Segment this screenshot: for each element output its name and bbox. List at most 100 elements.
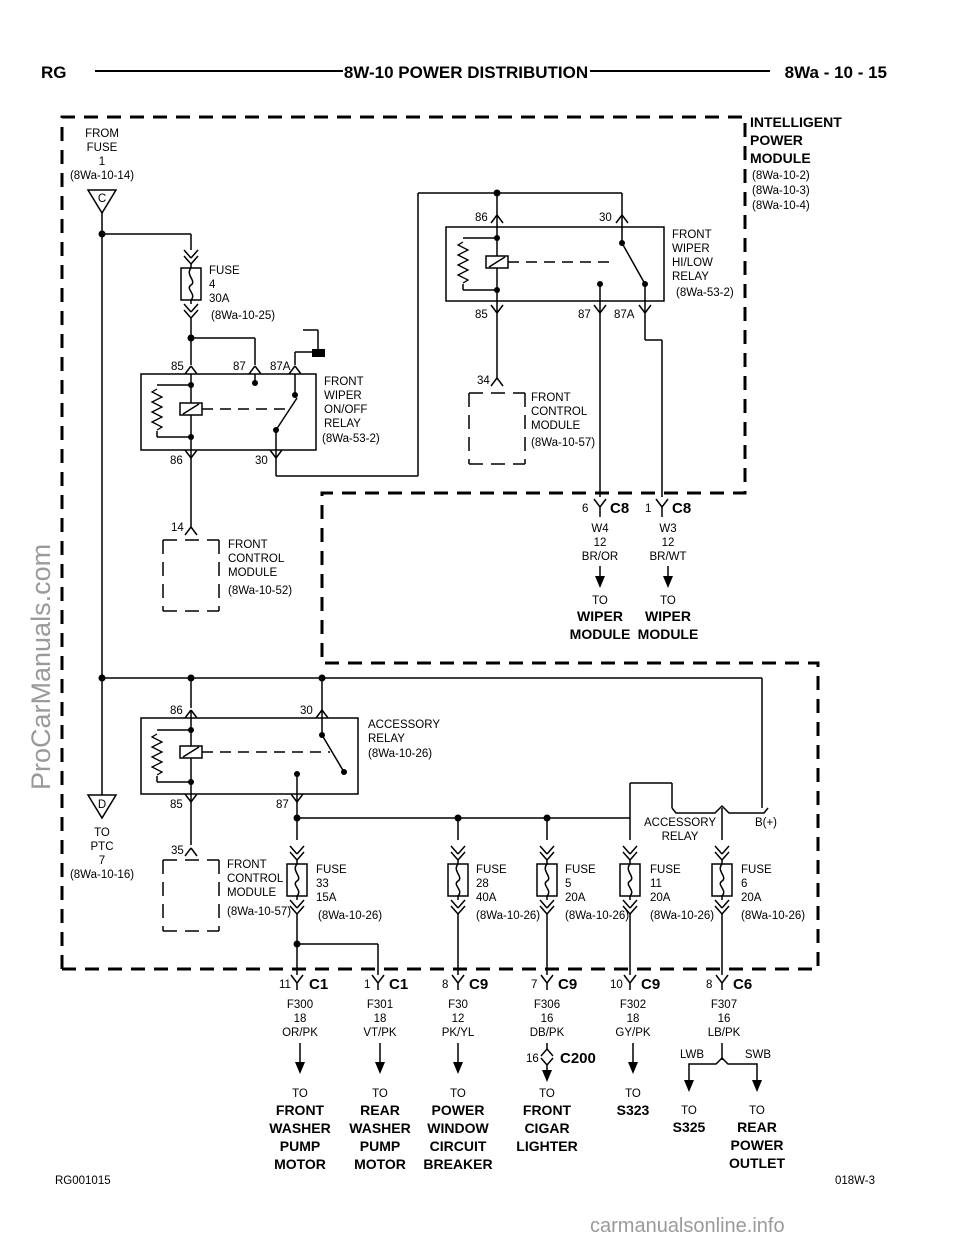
- svg-text:FUSE: FUSE: [565, 864, 596, 876]
- svg-text:85: 85: [171, 361, 184, 373]
- feed-wires: [101, 213, 763, 808]
- svg-text:W3: W3: [659, 523, 676, 535]
- svg-text:(8Wa-10-3): (8Wa-10-3): [752, 185, 810, 197]
- svg-text:CONTROL: CONTROL: [227, 873, 284, 885]
- svg-text:F301: F301: [367, 999, 393, 1011]
- svg-text:(8Wa-10-26): (8Wa-10-26): [741, 910, 805, 922]
- svg-text:F307: F307: [711, 999, 737, 1011]
- page-number: 8Wa - 10 - 15: [785, 63, 887, 82]
- svg-text:MODULE: MODULE: [638, 626, 699, 642]
- svg-text:30: 30: [599, 212, 612, 224]
- svg-text:MODULE: MODULE: [531, 420, 581, 432]
- svg-text:12: 12: [662, 537, 675, 549]
- svg-text:PUMP: PUMP: [360, 1138, 400, 1154]
- svg-text:D: D: [98, 799, 106, 811]
- svg-text:1: 1: [364, 979, 370, 991]
- svg-text:C1: C1: [309, 976, 328, 993]
- svg-text:TO: TO: [625, 1088, 641, 1100]
- svg-text:(8Wa-10-26): (8Wa-10-26): [565, 910, 629, 922]
- svg-text:35: 35: [171, 845, 184, 857]
- fcm-pin-34: 34 FRONT CONTROL MODULE (8Wa-10-57): [468, 375, 595, 465]
- svg-text:8: 8: [706, 979, 712, 991]
- bottom-watermark: carmanualsonline.info: [590, 1215, 785, 1237]
- svg-text:ON/OFF: ON/OFF: [324, 404, 367, 416]
- svg-text:RELAY: RELAY: [662, 831, 699, 843]
- svg-text:ACCESSORY: ACCESSORY: [368, 719, 440, 731]
- svg-text:14: 14: [171, 522, 184, 534]
- svg-text:MODULE: MODULE: [570, 626, 631, 642]
- destination-d-connector: D TO PTC 7 (8Wa-10-16): [70, 794, 134, 881]
- accessory-relay: 86 30 85 87 ACCESSORY: [140, 705, 440, 811]
- svg-text:TO: TO: [539, 1088, 555, 1100]
- svg-text:C8: C8: [672, 500, 691, 517]
- svg-text:(8Wa-10-26): (8Wa-10-26): [368, 748, 432, 760]
- svg-text:C: C: [98, 193, 106, 205]
- svg-text:85: 85: [475, 309, 488, 321]
- svg-text:C6: C6: [733, 976, 752, 993]
- svg-text:ACCESSORY: ACCESSORY: [644, 817, 716, 829]
- svg-text:(8Wa-53-2): (8Wa-53-2): [322, 433, 380, 445]
- fuse-28: FUSE 28 40A (8Wa-10-26): [447, 845, 540, 922]
- page-header: RG 8W-10 POWER DISTRIBUTION 8Wa - 10 - 1…: [41, 63, 887, 82]
- fuse-4: FUSE 4 30A (8Wa-10-25): [180, 249, 275, 322]
- svg-text:30A: 30A: [209, 293, 230, 305]
- svg-text:MODULE: MODULE: [228, 567, 278, 579]
- svg-text:C1: C1: [389, 976, 408, 993]
- svg-text:CONTROL: CONTROL: [531, 406, 588, 418]
- svg-text:87: 87: [276, 799, 289, 811]
- svg-text:MODULE: MODULE: [750, 150, 811, 166]
- page-title: 8W-10 POWER DISTRIBUTION: [344, 63, 588, 82]
- svg-text:RELAY: RELAY: [368, 733, 405, 745]
- svg-text:WIPER: WIPER: [577, 608, 623, 624]
- svg-text:B(+): B(+): [755, 817, 777, 829]
- svg-text:TO: TO: [660, 595, 676, 607]
- svg-text:20A: 20A: [650, 892, 671, 904]
- svg-text:TO: TO: [94, 827, 110, 839]
- svg-text:C200: C200: [560, 1050, 596, 1067]
- svg-text:BREAKER: BREAKER: [423, 1156, 492, 1172]
- svg-text:(8Wa-10-26): (8Wa-10-26): [476, 910, 540, 922]
- svg-text:WINDOW: WINDOW: [427, 1120, 489, 1136]
- svg-text:86: 86: [170, 705, 183, 717]
- wiper-output-w3: 1 C8 W3 12 BR/WT TO WIPER MODULE: [638, 498, 699, 642]
- fuse-5: FUSE 5 20A (8Wa-10-26): [536, 845, 629, 922]
- svg-text:OUTLET: OUTLET: [729, 1155, 785, 1171]
- svg-text:DB/PK: DB/PK: [530, 1027, 565, 1039]
- svg-text:BR/OR: BR/OR: [582, 551, 618, 563]
- svg-text:87: 87: [233, 361, 246, 373]
- side-watermark: ProCarManuals.com: [26, 544, 56, 790]
- svg-text:34: 34: [477, 375, 490, 387]
- svg-text:(8Wa-10-16): (8Wa-10-16): [70, 869, 134, 881]
- svg-text:F302: F302: [620, 999, 646, 1011]
- svg-text:MOTOR: MOTOR: [274, 1156, 326, 1172]
- svg-text:REAR: REAR: [737, 1119, 777, 1135]
- svg-text:OR/PK: OR/PK: [282, 1027, 318, 1039]
- svg-text:LWB: LWB: [680, 1049, 704, 1061]
- svg-text:C9: C9: [641, 976, 660, 993]
- svg-text:FUSE: FUSE: [476, 864, 507, 876]
- svg-text:7: 7: [99, 855, 105, 867]
- svg-text:GY/PK: GY/PK: [615, 1027, 650, 1039]
- svg-text:18: 18: [374, 1013, 387, 1025]
- svg-text:(8Wa-10-4): (8Wa-10-4): [752, 200, 810, 212]
- svg-text:FUSE: FUSE: [209, 265, 240, 277]
- svg-text:FRONT: FRONT: [531, 392, 571, 404]
- svg-text:CONTROL: CONTROL: [228, 553, 285, 565]
- svg-text:30: 30: [255, 455, 268, 467]
- svg-text:POWER: POWER: [750, 132, 803, 148]
- svg-text:PUMP: PUMP: [280, 1138, 320, 1154]
- svg-text:FRONT: FRONT: [324, 376, 364, 388]
- svg-text:WIPER: WIPER: [672, 243, 710, 255]
- svg-text:S323: S323: [617, 1102, 650, 1118]
- svg-text:87A: 87A: [270, 361, 291, 373]
- svg-text:TO: TO: [749, 1105, 765, 1117]
- svg-text:FUSE: FUSE: [650, 864, 681, 876]
- footer-figure-id: RG001015: [55, 1175, 111, 1187]
- svg-text:20A: 20A: [565, 892, 586, 904]
- svg-text:7: 7: [531, 979, 537, 991]
- output-f30: 8 C9 F30 12 PK/YL TO POWER WINDOW CIRCUI…: [423, 974, 493, 1172]
- svg-text:(8Wa-10-26): (8Wa-10-26): [650, 910, 714, 922]
- svg-text:(8Wa-10-26): (8Wa-10-26): [318, 910, 382, 922]
- source-c-connector: FROM FUSE 1 (8Wa-10-14) C: [70, 128, 134, 215]
